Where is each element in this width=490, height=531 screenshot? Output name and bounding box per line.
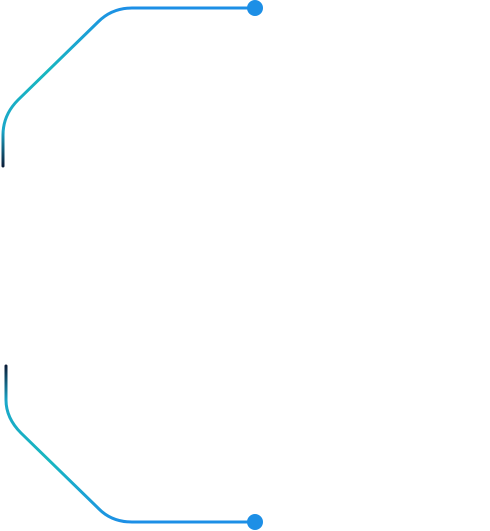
bottom-endpoint-node[interactable] (247, 514, 263, 530)
bottom-connector-line (4, 364, 256, 524)
top-connector-line (1, 6, 256, 168)
top-endpoint-node[interactable] (247, 0, 263, 16)
